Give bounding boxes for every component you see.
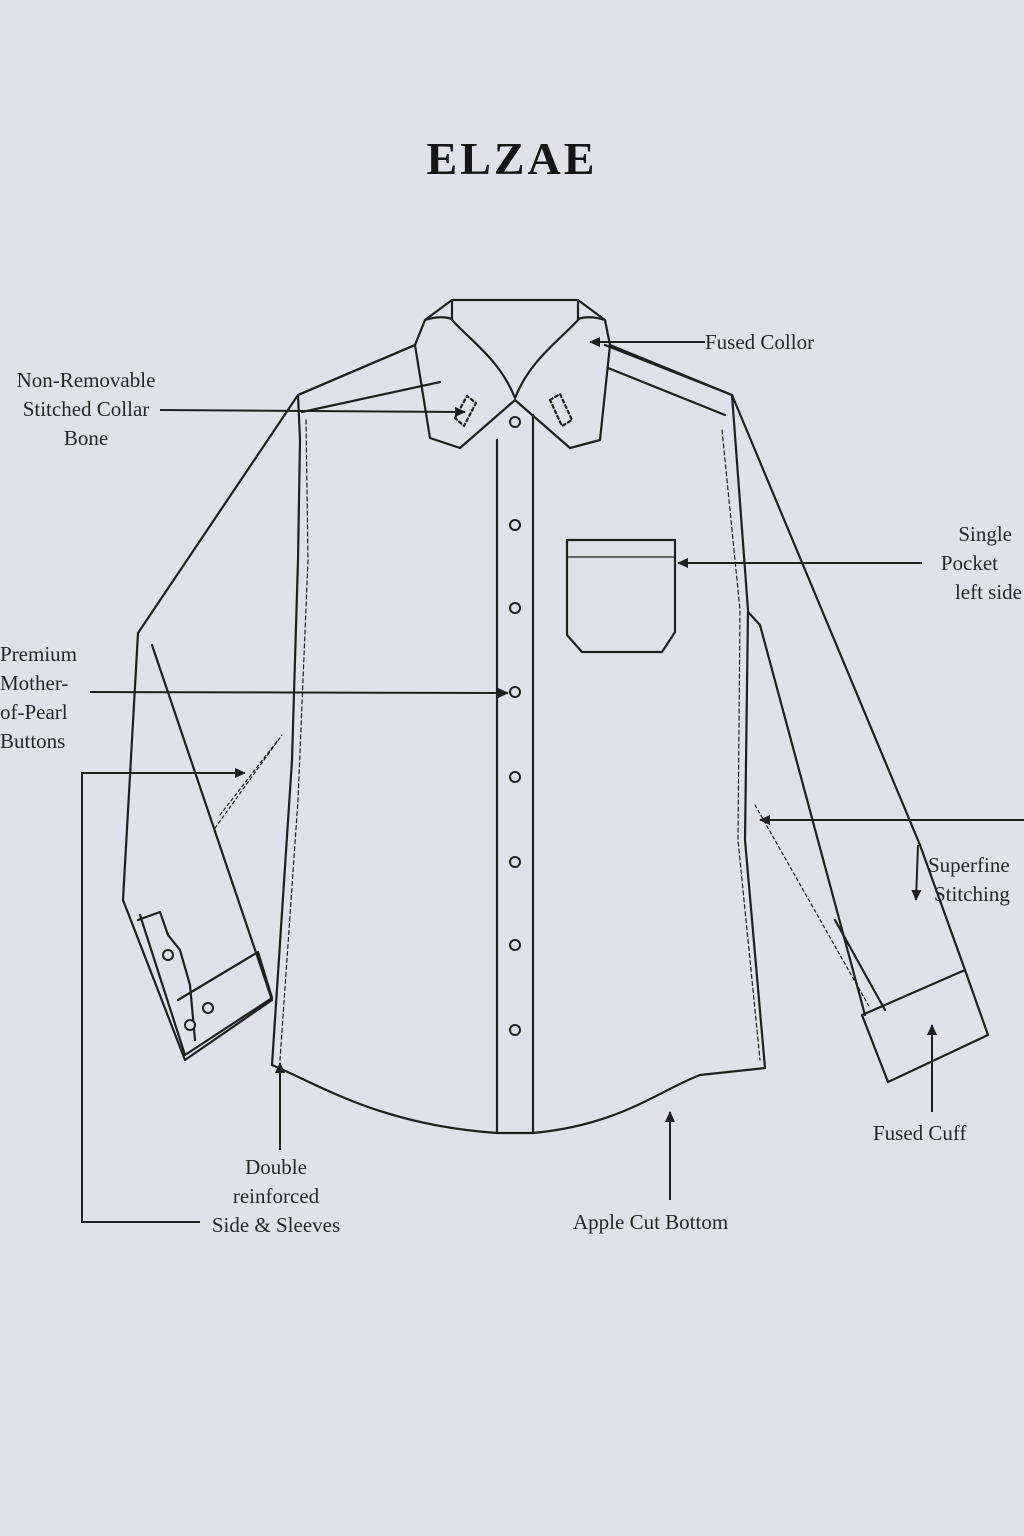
leader-buttons [89,687,509,698]
pocket [565,538,677,654]
leader-stitching-right [911,844,922,901]
label-fused-cuff: Fused Cuff [873,1121,967,1145]
shirt-body [270,298,767,1135]
label-fused-collar: Fused Collor [705,330,815,354]
collar [450,298,580,400]
right-sleeve [730,393,967,1017]
label-stitching: Superfine Stitching [928,853,1010,906]
label-side-sleeves: Double reinforced Side & Sleeves [211,1155,341,1237]
left-sleeve [121,393,300,1062]
label-apple-cut-bottom: Apple Cut Bottom [573,1210,729,1234]
label-buttons: Premium Mother- of-Pearl Buttons [0,642,77,753]
leader-collar-bone [159,406,466,417]
label-collar-bone: Non-Removable Stitched Collar Bone [16,368,156,450]
leader-side-sleeves [81,768,246,1223]
label-pocket: Single Pocket left side [940,522,1022,604]
buttons [162,416,521,1036]
placket [495,413,535,1135]
brand-title: ELZAE [426,133,598,184]
